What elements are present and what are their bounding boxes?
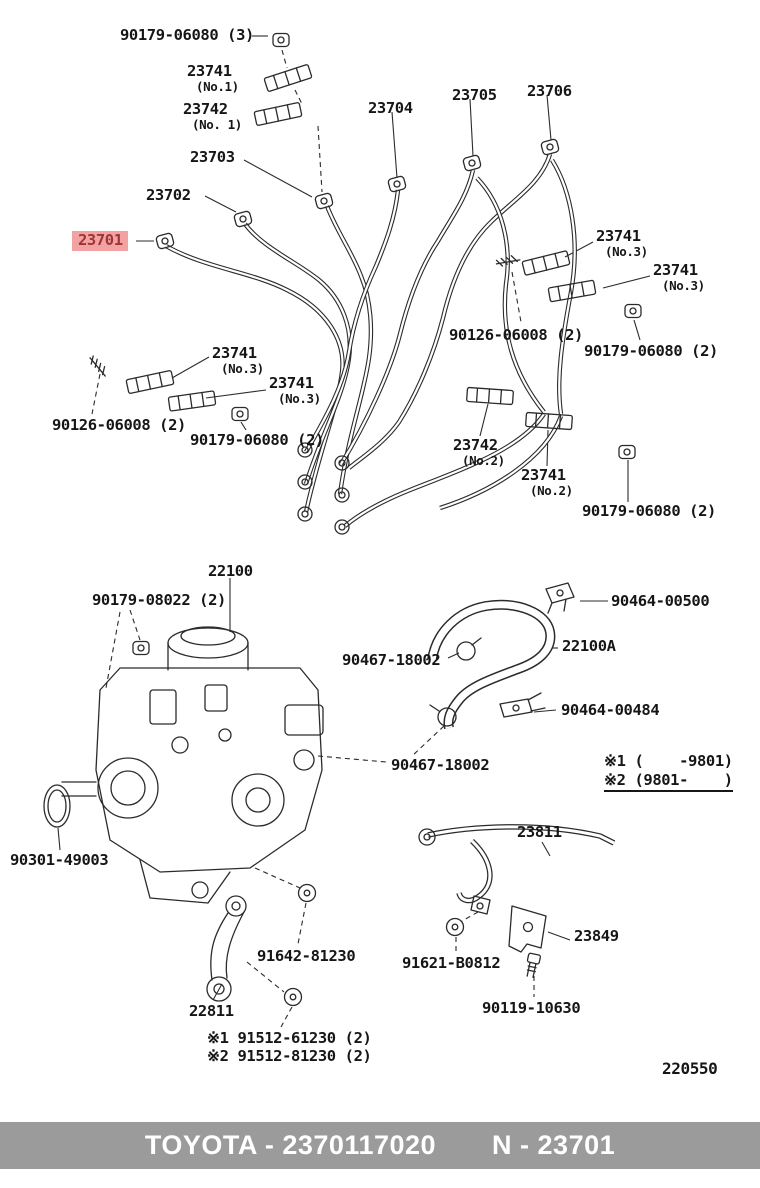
footer-part-number: TOYOTA - 2370117020 — [144, 1130, 437, 1160]
label-23849: 23849 — [574, 927, 619, 945]
label-90179-06080-left: 90179-06080 (2) — [190, 431, 324, 449]
label-23741-no3-right-1: 23741(No.3) — [596, 227, 648, 260]
note-91512-81230: ※2 91512-81230 (2) — [207, 1047, 372, 1065]
label-90467-18002-lower: 90467-18002 — [391, 756, 490, 774]
label-23741-no3-left-2: 23741(No.3) — [269, 374, 321, 407]
label-23811: 23811 — [517, 823, 562, 841]
label-23742-no2: 23742(No.2) — [453, 436, 505, 469]
label-23704: 23704 — [368, 99, 413, 117]
label-23706: 23706 — [527, 82, 572, 100]
label-91621-b0812: 91621-B0812 — [402, 954, 501, 972]
label-90179-06080-top: 90179-06080 (3) — [120, 26, 254, 44]
label-22811: 22811 — [189, 1002, 234, 1020]
label-23741-no2: 23741(No.2) — [521, 466, 573, 499]
label-90179-06080-bottom: 90179-06080 (2) — [582, 502, 716, 520]
footer-reference-number: N - 23701 — [492, 1130, 616, 1160]
label-23702: 23702 — [146, 186, 191, 204]
note-91512-61230: ※1 91512-61230 (2) — [207, 1029, 372, 1047]
label-90126-06008-right: 90126-06008 (2) — [449, 326, 583, 344]
label-91642-81230: 91642-81230 — [257, 947, 356, 965]
label-22100: 22100 — [208, 562, 253, 580]
label-23741-no3-left-1: 23741(No.3) — [212, 344, 264, 377]
label-90464-00484: 90464-00484 — [561, 701, 660, 719]
label-23703: 23703 — [190, 148, 235, 166]
label-90126-06008-left: 90126-06008 (2) — [52, 416, 186, 434]
label-90179-08022: 90179-08022 (2) — [92, 591, 226, 609]
label-90119-10630: 90119-10630 — [482, 999, 581, 1017]
label-23705: 23705 — [452, 86, 497, 104]
label-23741-no1: 23741(No.1) — [187, 62, 239, 95]
label-90179-06080-right: 90179-06080 (2) — [584, 342, 718, 360]
label-90467-18002-upper: 90467-18002 — [342, 651, 441, 669]
label-23742-no1: 23742(No. 1) — [183, 100, 242, 133]
label-23741-no3-right-2: 23741(No.3) — [653, 261, 705, 294]
diagram-code: 220550 — [662, 1059, 718, 1078]
label-90301-49003: 90301-49003 — [10, 851, 109, 869]
label-90464-00500: 90464-00500 — [611, 592, 710, 610]
note-applicability-2: ※2 (9801- ) — [604, 771, 733, 793]
label-22100a: 22100A — [562, 637, 616, 655]
footer-bar: TOYOTA - 2370117020 N - 23701 — [0, 1122, 760, 1169]
note-applicability-1: ※1 ( -9801) — [604, 752, 733, 770]
label-23701-highlighted[interactable]: 23701 — [72, 231, 128, 252]
